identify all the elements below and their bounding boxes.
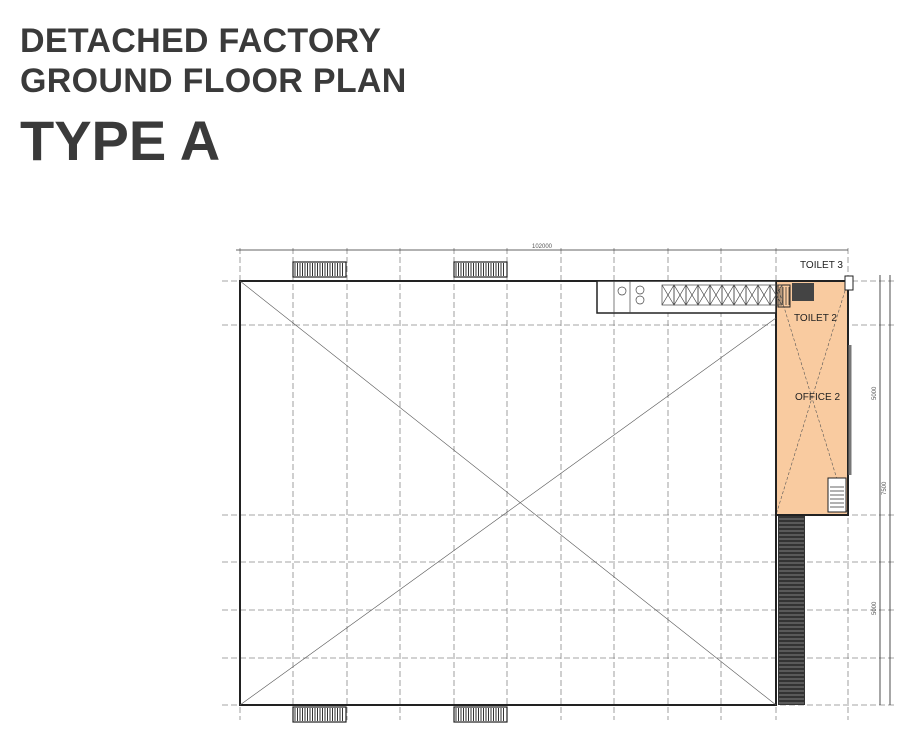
- title-line-2: GROUND FLOOR PLAN: [20, 62, 407, 100]
- toilet-2-label: TOILET 2: [794, 313, 837, 324]
- stair-upper: [777, 284, 791, 308]
- office-2-label: OFFICE 2: [795, 392, 840, 403]
- dimension-overall-width: 102000: [532, 244, 553, 250]
- title-line-1: DETACHED FACTORY: [20, 22, 382, 60]
- dimension-right-middle: 7500: [882, 481, 888, 495]
- dimension-right-lower: 5000: [872, 601, 878, 615]
- factory-floor: [239, 280, 777, 706]
- toilet-block: [792, 283, 814, 301]
- storage-rack: [769, 284, 783, 306]
- title-type: TYPE A: [20, 109, 221, 172]
- dimension-right-upper: 5000: [872, 386, 878, 400]
- toilet-3-label: TOILET 3: [800, 260, 843, 271]
- ramp: [778, 516, 805, 705]
